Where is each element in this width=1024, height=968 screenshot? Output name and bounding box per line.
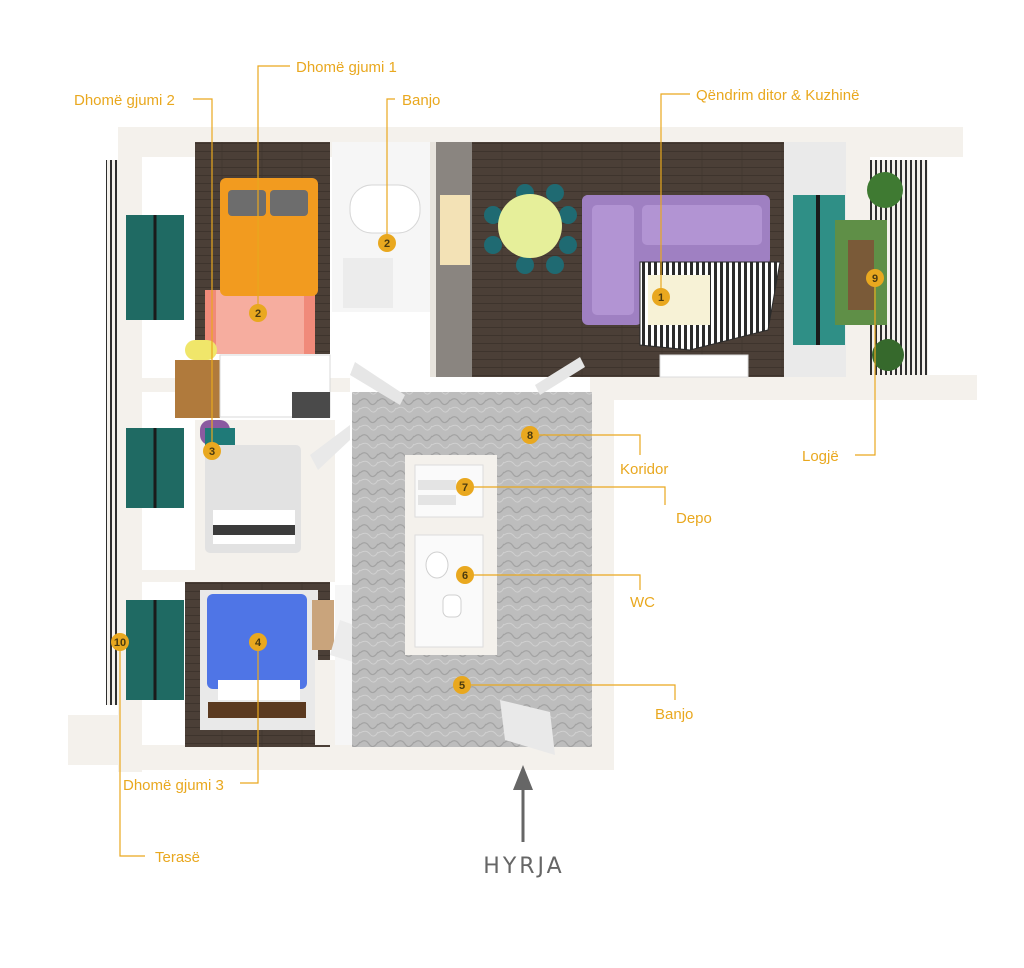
marker-wc: 6 (456, 566, 474, 584)
svg-text:10: 10 (114, 637, 126, 649)
room-labels: Dhomë gjumi 1 Dhomë gjumi 2 Banjo Qëndri… (74, 59, 859, 866)
label-living-kitchen: Qëndrim ditor & Kuzhinë (696, 87, 859, 104)
marker-corridor: 8 (521, 426, 539, 444)
arrow-up-icon (513, 765, 533, 842)
tv-cabinet (659, 354, 749, 378)
leader-lines (119, 65, 876, 857)
label-bathroom-top: Banjo (402, 92, 440, 109)
label-bathroom-bottom: Banjo (655, 706, 693, 723)
svg-text:2: 2 (255, 308, 261, 320)
svg-text:4: 4 (255, 637, 262, 649)
loggia (784, 142, 928, 377)
label-bedroom2: Dhomë gjumi 2 (74, 92, 175, 109)
svg-text:2: 2 (384, 238, 390, 250)
marker-terrace: 10 (111, 633, 129, 651)
wardrobe-strip (140, 354, 350, 418)
marker-bathroom-bottom: 5 (453, 676, 471, 694)
svg-text:5: 5 (459, 680, 465, 692)
left-facade (106, 160, 184, 705)
bathroom-top (332, 142, 436, 377)
label-terrace: Terasë (155, 849, 200, 866)
label-bedroom3: Dhomë gjumi 3 (123, 777, 224, 794)
label-bedroom1: Dhomë gjumi 1 (296, 59, 397, 76)
label-corridor: Koridor (620, 461, 668, 478)
corridor (310, 357, 592, 755)
sofa (582, 195, 770, 325)
entry: HYRJA (483, 765, 564, 879)
living-kitchen (472, 142, 784, 378)
entry-label: HYRJA (483, 854, 564, 879)
room-markers: 2 2 1 3 8 7 6 5 4 10 9 (111, 234, 884, 694)
bedroom-3 (185, 582, 335, 747)
marker-bedroom3: 4 (249, 633, 267, 651)
marker-bedroom1: 2 (249, 304, 267, 322)
walls (68, 127, 977, 772)
svg-text:3: 3 (209, 446, 215, 458)
label-wc: WC (630, 594, 655, 611)
marker-bathroom-top: 2 (378, 234, 396, 252)
svg-text:1: 1 (658, 292, 664, 304)
marker-storage: 7 (456, 478, 474, 496)
svg-text:6: 6 (462, 570, 468, 582)
marker-bedroom2: 3 (203, 442, 221, 460)
svg-text:7: 7 (462, 482, 468, 494)
marker-living: 1 (652, 288, 670, 306)
svg-text:9: 9 (872, 273, 878, 285)
label-loggia: Logjë (802, 448, 839, 465)
svg-text:8: 8 (527, 430, 533, 442)
dining-table (498, 194, 562, 258)
kitchen-counter (436, 142, 472, 377)
label-storage: Depo (676, 510, 712, 527)
marker-loggia: 9 (866, 269, 884, 287)
